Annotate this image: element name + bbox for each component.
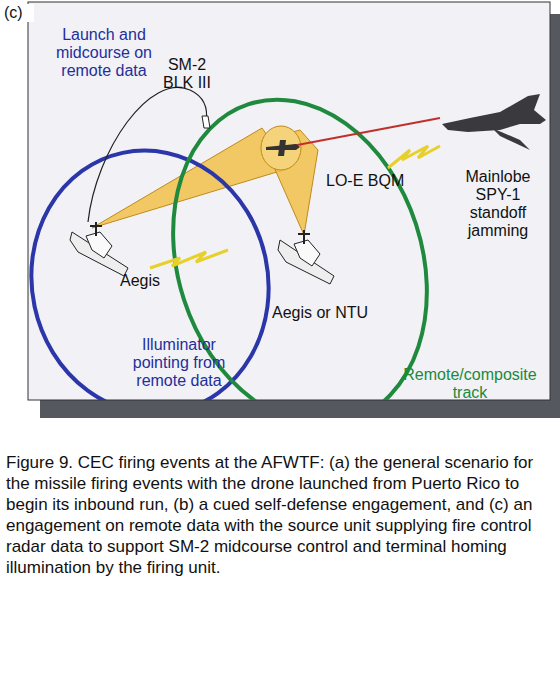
jammer-label: Mainlobe SPY-1 standoff jamming (448, 168, 548, 240)
drone-label: LO-E BQM (326, 172, 416, 190)
panel-label: (c) (4, 4, 34, 22)
beam-spot (261, 126, 301, 170)
jammer-wing (492, 128, 530, 150)
aegis-ship (278, 230, 334, 284)
ship-label: Aegis or NTU (272, 304, 392, 322)
annotation: Illuminator pointing from remote data (118, 336, 240, 390)
aegis-ship (70, 222, 128, 276)
coverage-ellipse (28, 128, 293, 400)
panel (28, 2, 550, 400)
missile-label: SM-2 BLK III (156, 56, 218, 92)
missile-trajectory (88, 87, 207, 222)
jammer-aircraft (442, 94, 546, 132)
datalink-bolt (150, 250, 228, 268)
annotation: Launch and midcourse on remote data (44, 26, 164, 80)
missile (202, 116, 210, 128)
figure-caption: Figure 9. CEC firing events at the AFWTF… (6, 452, 552, 578)
annotation: Remote/composite track (394, 366, 546, 402)
illuminator-beam (92, 128, 290, 228)
jamming-line (292, 118, 440, 146)
drone-wing (278, 140, 286, 156)
ship-label: Aegis (120, 272, 180, 290)
datalink-bolt (388, 146, 440, 168)
